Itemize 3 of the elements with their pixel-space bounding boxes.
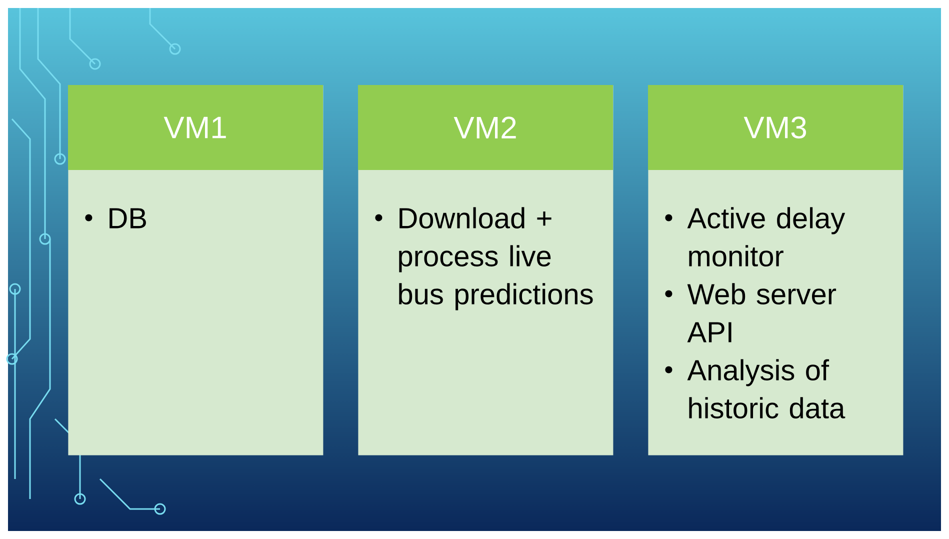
vm-card: VM2 Download + process live bus predictions xyxy=(358,85,614,456)
vm-card: VM3 Active delay monitor Web server API Analysis of historic data xyxy=(648,85,904,456)
vm-card: VM1 DB xyxy=(68,85,324,456)
